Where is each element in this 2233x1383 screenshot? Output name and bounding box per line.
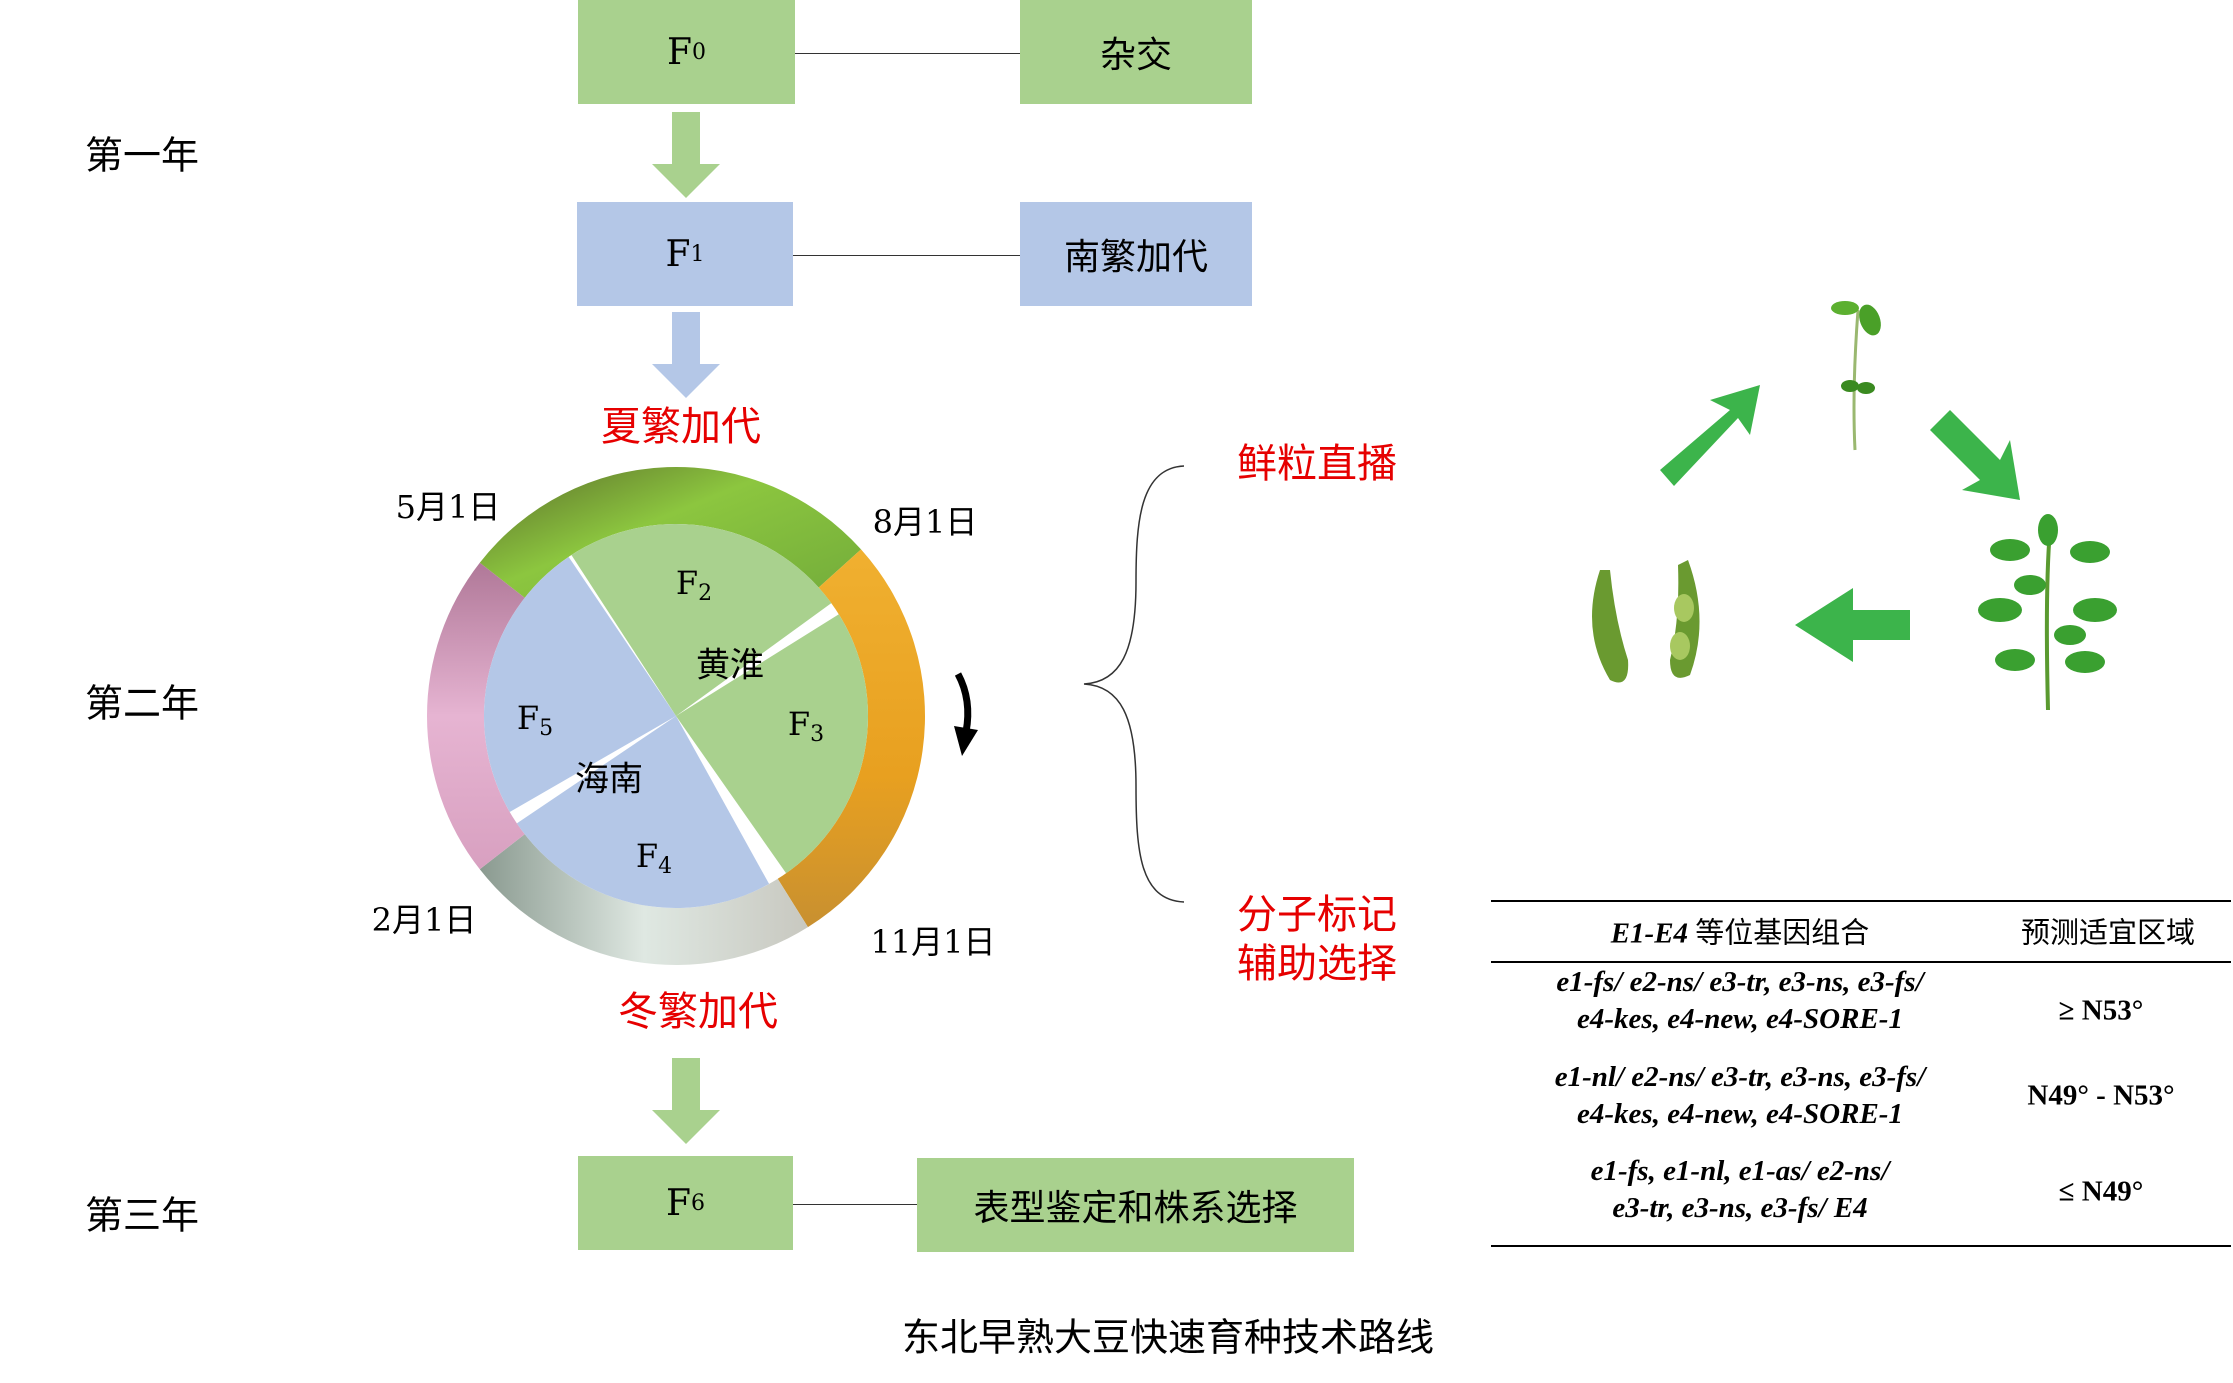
sector-f3-shape: [676, 614, 868, 874]
f1-label: F: [665, 233, 691, 275]
region-huanghuai: 黄淮: [696, 645, 764, 686]
plant-icon: [1978, 514, 2117, 711]
sector-f4: F4: [635, 837, 673, 879]
cross-box: 杂交: [1020, 0, 1252, 104]
sector-f2-shape: [571, 524, 832, 716]
sector-f4-shape: [516, 716, 770, 908]
year-1-label: 第一年: [84, 133, 200, 178]
winter-gen-label: 冬繁加代: [618, 989, 778, 1035]
date-may: 5月1日: [395, 488, 501, 526]
marker-label-1: 分子标记: [1237, 892, 1397, 938]
sector-f5-shape: [484, 556, 676, 812]
table-header-region: 预测适宜区域: [2020, 917, 2196, 950]
figure-title: 东北早熟大豆快速育种技术路线: [901, 1315, 1435, 1360]
soybean-lifecycle: [1592, 301, 2117, 711]
clockwise-arrow-icon: [954, 672, 978, 756]
phenotype-box: 表型鉴定和株系选择: [917, 1158, 1354, 1252]
marker-label-2: 辅助选择: [1237, 941, 1397, 987]
south-gen-box: 南繁加代: [1020, 202, 1252, 306]
f6-sub: 6: [690, 1190, 705, 1216]
table-rule: [1491, 1245, 2231, 1247]
fresh-seed-label: 鲜粒直播: [1237, 441, 1397, 487]
region-hainan: 海南: [575, 759, 643, 800]
table-row-2-alleles: e1-nl/ e2-ns/ e3-tr, e3-ns, e3-fs/e4-kes…: [1554, 1061, 1926, 1130]
table-header-alleles: E1-E4 等位基因组合: [1610, 917, 1870, 950]
table-row-1-alleles: e1-fs/ e2-ns/ e3-tr, e3-ns, e3-fs/e4-kes…: [1556, 966, 1924, 1035]
table-row-1-region: ≥ N53°: [2058, 994, 2144, 1027]
f0-label: F: [667, 31, 692, 73]
connector-line: [793, 1204, 917, 1205]
table-row-3-region: ≤ N49°: [2058, 1175, 2144, 1208]
brace: [1083, 465, 1185, 903]
down-arrow-icon: [652, 312, 720, 398]
table-row-3-alleles: e1-fs, e1-nl, e1-as/ e2-ns/e3-tr, e3-ns,…: [1590, 1155, 1890, 1224]
sector-f2: F2: [675, 564, 713, 606]
date-feb: 2月1日: [371, 901, 477, 939]
cycle-arrow-icon: [1795, 588, 1910, 662]
pods-icon: [1592, 560, 1700, 683]
f1-sub: 1: [690, 241, 705, 267]
table-rule: [1491, 900, 2231, 902]
season-wheel: [427, 467, 925, 965]
f0-sub: 0: [691, 39, 706, 65]
sector-f5: F5: [516, 699, 554, 741]
sector-f3: F3: [787, 705, 825, 747]
down-arrow-icon: [652, 112, 720, 198]
cycle-arrow-icon: [1660, 385, 1760, 486]
connector-line: [795, 53, 1020, 54]
f6-label: F: [666, 1182, 691, 1224]
table-rule: [1491, 961, 2231, 963]
date-nov: 11月1日: [870, 923, 996, 961]
connector-line: [793, 255, 1020, 256]
seedling-icon: [1831, 301, 1881, 451]
summer-gen-label: 夏繁加代: [601, 404, 761, 450]
table-row-2-region: N49° - N53°: [2027, 1079, 2175, 1112]
cycle-arrow-icon: [1930, 410, 2020, 500]
date-aug: 8月1日: [872, 503, 978, 541]
year-3-label: 第三年: [84, 1193, 200, 1238]
down-arrow-icon: [652, 1058, 720, 1144]
year-2-label: 第二年: [84, 681, 200, 726]
